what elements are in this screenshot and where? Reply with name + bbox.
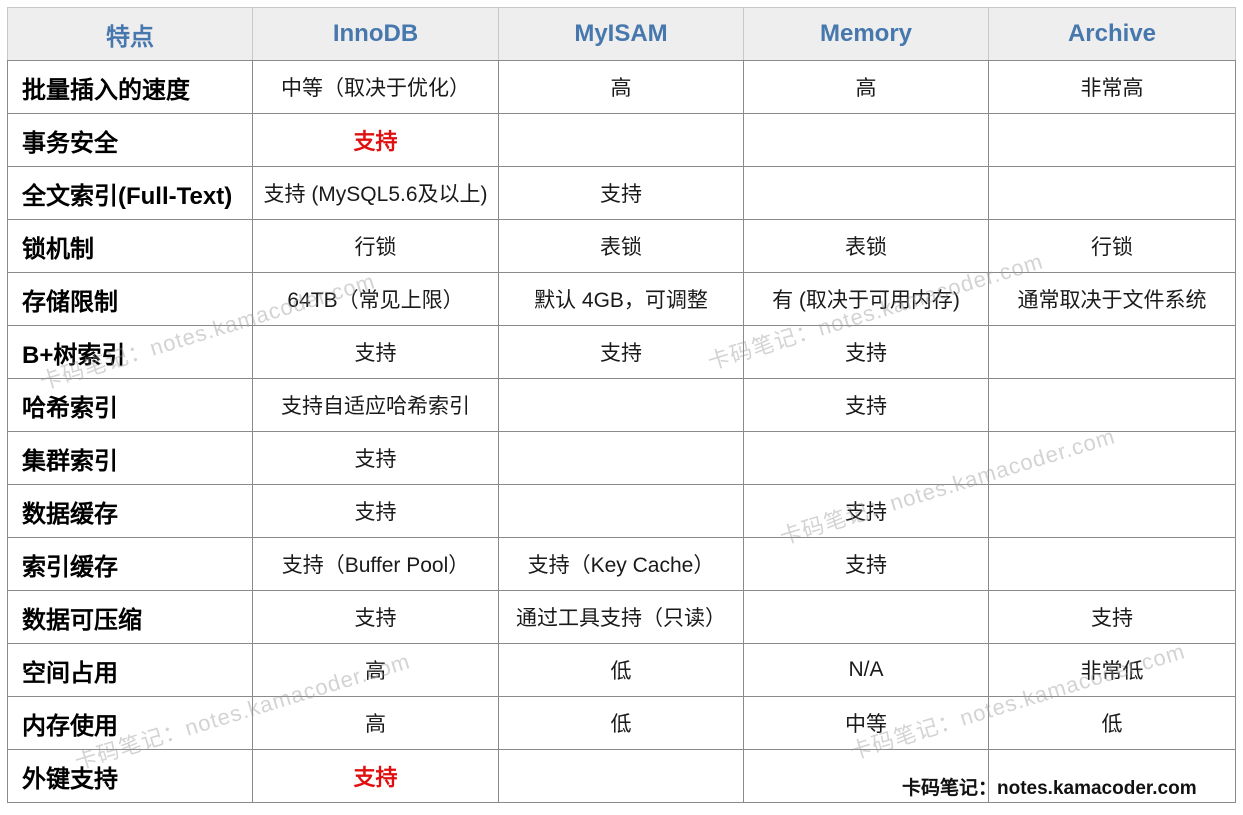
cell-myisam: 低 [498,696,744,750]
cell-archive [988,484,1236,538]
header-innodb: InnoDB [252,7,499,61]
cell-innodb: 支持 [252,749,499,803]
cell-myisam: 支持（Key Cache） [498,537,744,591]
cell-myisam: 通过工具支持（只读） [498,590,744,644]
cell-memory: 中等 [743,696,989,750]
cell-archive [988,749,1236,803]
cell-memory: 表锁 [743,219,989,273]
cell-memory [743,431,989,485]
cell-archive: 支持 [988,590,1236,644]
cell-archive: 非常低 [988,643,1236,697]
feature-label: 存储限制 [7,272,253,326]
cell-archive: 低 [988,696,1236,750]
feature-label: 数据缓存 [7,484,253,538]
cell-myisam [498,749,744,803]
cell-myisam [498,113,744,167]
cell-innodb: 高 [252,643,499,697]
feature-label: 锁机制 [7,219,253,273]
cell-innodb: 行锁 [252,219,499,273]
header-archive: Archive [988,7,1236,61]
feature-label: 批量插入的速度 [7,60,253,114]
cell-myisam: 低 [498,643,744,697]
highlight-value: 支持 [353,129,398,154]
table-row: 索引缓存支持（Buffer Pool）支持（Key Cache）支持 [7,537,1236,591]
cell-memory [743,749,989,803]
header-row: 特点 InnoDB MyISAM Memory Archive [7,7,1236,61]
feature-label: 索引缓存 [7,537,253,591]
table-row: 数据可压缩支持通过工具支持（只读）支持 [7,590,1236,644]
cell-innodb: 支持 [252,431,499,485]
cell-archive [988,113,1236,167]
feature-label: 事务安全 [7,113,253,167]
footer-watermark: 卡码笔记：notes.kamacoder.com [902,778,1197,799]
cell-innodb: 支持（Buffer Pool） [252,537,499,591]
feature-label: 集群索引 [7,431,253,485]
cell-myisam [498,484,744,538]
feature-label: 空间占用 [7,643,253,697]
engine-comparison-table: 特点 InnoDB MyISAM Memory Archive 批量插入的速度中… [7,7,1236,803]
cell-memory: 支持 [743,537,989,591]
cell-memory: N/A [743,643,989,697]
table-row: 集群索引支持 [7,431,1236,485]
cell-archive: 非常高 [988,60,1236,114]
header-memory: Memory [743,7,989,61]
cell-archive [988,325,1236,379]
cell-myisam: 支持 [498,325,744,379]
cell-innodb: 中等（取决于优化） [252,60,499,114]
cell-myisam: 支持 [498,166,744,220]
table-row: 锁机制行锁表锁表锁行锁 [7,219,1236,273]
table-row: 事务安全 支持 [7,113,1236,167]
feature-label: 数据可压缩 [7,590,253,644]
cell-myisam: 默认 4GB，可调整 [498,272,744,326]
cell-memory: 支持 [743,484,989,538]
table-row: 哈希索引支持自适应哈希索引 支持 [7,378,1236,432]
table-row: 数据缓存支持支持 [7,484,1236,538]
cell-memory: 支持 [743,378,989,432]
table-row: B+树索引支持支持支持 [7,325,1236,379]
feature-label: 全文索引(Full-Text) [7,166,253,220]
header-myisam: MyISAM [498,7,744,61]
cell-archive [988,431,1236,485]
cell-myisam: 高 [498,60,744,114]
header-feature: 特点 [7,7,253,61]
table-row: 内存使用高低中等低 [7,696,1236,750]
cell-myisam: 表锁 [498,219,744,273]
table-row: 批量插入的速度中等（取决于优化）高高非常高 [7,60,1236,114]
cell-memory [743,166,989,220]
cell-memory [743,113,989,167]
cell-memory: 有 (取决于可用内存) [743,272,989,326]
cell-memory [743,590,989,644]
cell-memory: 支持 [743,325,989,379]
cell-innodb: 64TB（常见上限） [252,272,499,326]
cell-archive: 行锁 [988,219,1236,273]
feature-label: 外键支持 [7,749,253,803]
cell-innodb: 支持 (MySQL5.6及以上) [252,166,499,220]
feature-label: 内存使用 [7,696,253,750]
cell-archive [988,166,1236,220]
cell-innodb: 高 [252,696,499,750]
highlight-value: 支持 [353,765,398,790]
cell-archive: 通常取决于文件系统 [988,272,1236,326]
feature-label: B+树索引 [7,325,253,379]
cell-memory: 高 [743,60,989,114]
cell-archive [988,537,1236,591]
cell-innodb: 支持 [252,484,499,538]
table-row: 全文索引(Full-Text)支持 (MySQL5.6及以上)支持 [7,166,1236,220]
cell-myisam [498,431,744,485]
cell-innodb: 支持 [252,590,499,644]
table-row: 外键支持 支持 [7,749,1236,803]
cell-innodb: 支持 [252,325,499,379]
cell-archive [988,378,1236,432]
cell-innodb: 支持 [252,113,499,167]
cell-myisam [498,378,744,432]
cell-innodb: 支持自适应哈希索引 [252,378,499,432]
feature-label: 哈希索引 [7,378,253,432]
